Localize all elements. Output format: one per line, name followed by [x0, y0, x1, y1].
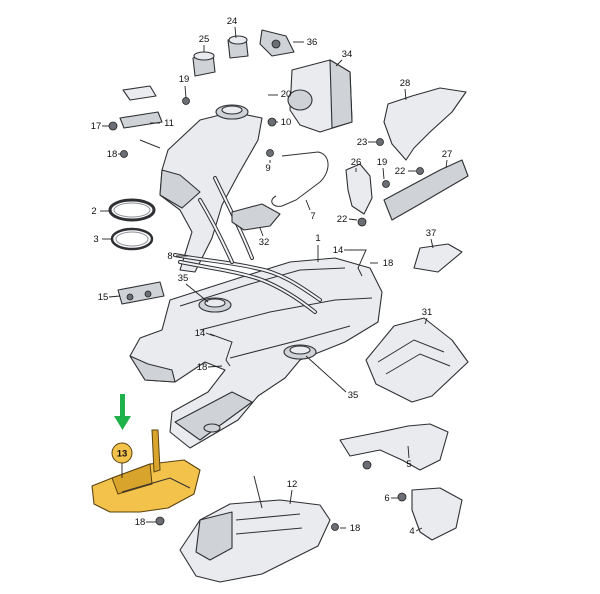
heat-shield-28: [383, 87, 467, 161]
callout-28: 28: [400, 78, 411, 89]
top-valves: [192, 29, 295, 77]
shield-4: [411, 487, 463, 541]
callout-18d: 18: [135, 517, 146, 528]
callout-22b: 22: [337, 214, 348, 225]
pipe-14-top: [350, 249, 367, 277]
callout-14a: 14: [333, 245, 344, 256]
callout-3: 3: [93, 234, 98, 245]
callout-18a: 18: [107, 149, 118, 160]
callout-35a: 35: [178, 273, 189, 284]
callout-9: 9: [265, 163, 270, 174]
callout-15: 15: [98, 292, 109, 303]
callout-5: 5: [406, 459, 411, 470]
callout-20: 20: [281, 89, 292, 100]
underbody-shield-12: [179, 475, 339, 583]
callout-34: 34: [342, 49, 353, 60]
callout-37: 37: [426, 228, 437, 239]
callout-32: 32: [259, 237, 270, 248]
callout-35b: 35: [348, 390, 359, 401]
callout-12: 12: [287, 479, 298, 490]
tank-cover: [231, 203, 281, 231]
heat-shield-31: [365, 317, 469, 403]
highlighted-shield-13: [91, 429, 201, 526]
connector-15: [117, 281, 165, 305]
callout-14b: 14: [195, 328, 206, 339]
callout-31: 31: [422, 307, 433, 318]
callout-8: 8: [167, 251, 172, 262]
callout-4: 4: [409, 526, 414, 537]
callout-19b: 19: [377, 157, 388, 168]
pipe-14-bottom: [209, 333, 233, 367]
bracket-27: [383, 159, 469, 221]
bracket-parts: [108, 85, 277, 158]
fuel-tank: [129, 257, 383, 449]
bracket-26: [345, 163, 373, 215]
bracket-5: [339, 423, 449, 471]
callout-6: 6: [384, 493, 389, 504]
callout-10: 10: [281, 117, 292, 128]
callout-18b: 18: [383, 258, 394, 269]
carbon-canister: [287, 59, 353, 133]
callout-labels: 24 25 36 34 19 20 10 17 11 18 9 28 23 19…: [91, 16, 453, 537]
callout-27: 27: [442, 149, 453, 160]
callout-25: 25: [199, 34, 210, 45]
highlighted-label-badge: 13: [111, 442, 133, 478]
pad-37: [413, 243, 463, 273]
callout-26: 26: [351, 157, 362, 168]
callout-36: 36: [307, 37, 318, 48]
callout-1: 1: [315, 233, 320, 244]
callout-22a: 22: [395, 166, 406, 177]
callout-19a: 19: [179, 74, 190, 85]
callout-7: 7: [310, 211, 315, 222]
green-arrow-icon: [114, 394, 131, 430]
callout-23: 23: [357, 137, 368, 148]
callout-17: 17: [91, 121, 102, 132]
callout-2: 2: [91, 206, 96, 217]
callout-24: 24: [227, 16, 238, 27]
vent-line: [271, 151, 329, 207]
callout-18e: 18: [350, 523, 361, 534]
locking-rings: [108, 198, 156, 251]
callout-13: 13: [117, 449, 128, 460]
callout-11: 11: [164, 118, 174, 129]
callout-18c: 18: [197, 362, 208, 373]
